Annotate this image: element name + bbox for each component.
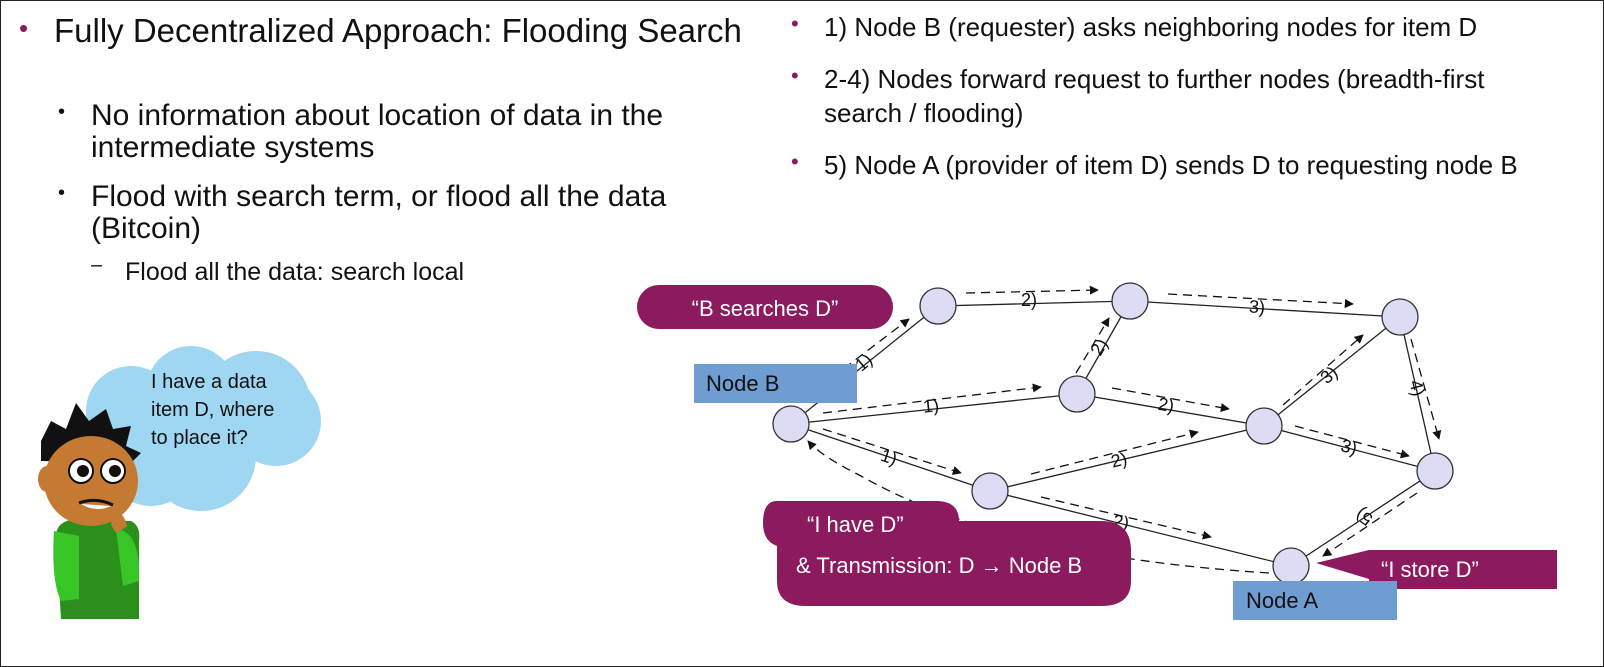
edge-label: 3) bbox=[1339, 435, 1360, 458]
network-node[interactable] bbox=[971, 472, 1009, 510]
edge-label: 5) bbox=[1352, 504, 1377, 530]
callout-search-text: “B searches D” bbox=[692, 296, 839, 321]
node-b[interactable] bbox=[772, 405, 810, 443]
network-node[interactable] bbox=[1416, 452, 1454, 490]
thought-text-line-1: I have a data bbox=[151, 371, 268, 393]
network-node[interactable] bbox=[919, 287, 957, 325]
node-a[interactable] bbox=[1272, 547, 1310, 585]
edge-label: 2) bbox=[1021, 290, 1037, 310]
edge-label: 1) bbox=[878, 445, 899, 469]
edges bbox=[790, 300, 1436, 567]
callout-store-bubble bbox=[1316, 550, 1557, 589]
node-b-label: Node B bbox=[706, 371, 779, 396]
cartoon: I have a data item D, where to place it? bbox=[38, 346, 321, 619]
thought-text-line-2: item D, where bbox=[151, 399, 274, 421]
callout-search-bubble bbox=[637, 285, 893, 329]
sub-sub-item: Flood all the data: search local bbox=[125, 258, 465, 286]
step-5: 5) Node A (provider of item D) sends D t… bbox=[824, 150, 1518, 180]
network-node[interactable] bbox=[1245, 407, 1283, 445]
edge-labels: 1) 1) 1) 2) 2) 2) 2) 2) 3) 3) 3) 4) 5) bbox=[851, 290, 1429, 533]
request-arrows bbox=[807, 285, 1442, 574]
bullet-marker: • bbox=[19, 13, 29, 43]
node-b-label-box bbox=[694, 364, 857, 403]
callout-transmission-text: & Transmission: D → Node B bbox=[796, 553, 1082, 578]
step-1: 1) Node B (requester) asks neighboring n… bbox=[824, 12, 1478, 42]
callout-have-text: “I have D” bbox=[807, 512, 904, 537]
node-a-label: Node A bbox=[1246, 588, 1318, 613]
bullet-marker: • bbox=[791, 149, 799, 174]
callout-have-bubble bbox=[763, 501, 1131, 606]
edge-label: 2) bbox=[1156, 394, 1175, 416]
sub-item-location: No information about location of data in… bbox=[91, 99, 664, 164]
network-node[interactable] bbox=[1381, 298, 1419, 336]
nodes bbox=[772, 282, 1454, 585]
edge-label: 1) bbox=[922, 395, 940, 417]
callout-store-text: “I store D” bbox=[1381, 557, 1479, 582]
dash-marker: – bbox=[91, 254, 103, 276]
edge-label: 3) bbox=[1248, 296, 1265, 317]
person-figure bbox=[38, 403, 141, 619]
bullet-marker: • bbox=[791, 11, 799, 36]
edge-label: 4) bbox=[1405, 378, 1428, 399]
sub-bullet-marker: • bbox=[58, 101, 66, 123]
heading: Fully Decentralized Approach: Flooding S… bbox=[54, 12, 742, 49]
sub-item-flood: Flood with search term, or flood all the… bbox=[91, 180, 667, 245]
sub-bullet-marker: • bbox=[58, 182, 66, 204]
step-2-4: 2-4) Nodes forward request to further no… bbox=[824, 64, 1485, 128]
thought-text-line-3: to place it? bbox=[151, 427, 248, 449]
bullet-marker: • bbox=[791, 63, 799, 88]
node-a-label-box bbox=[1233, 581, 1397, 620]
network-node[interactable] bbox=[1111, 282, 1149, 320]
network-node[interactable] bbox=[1058, 375, 1096, 413]
edge-label: 2) bbox=[1109, 448, 1129, 471]
